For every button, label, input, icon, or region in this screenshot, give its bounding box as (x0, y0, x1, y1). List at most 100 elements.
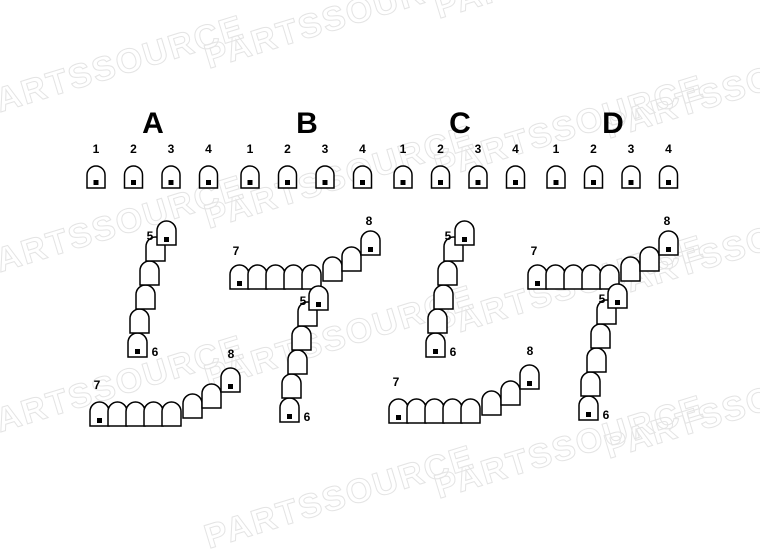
tooth-marker (360, 180, 365, 185)
position-number: 3 (628, 142, 635, 156)
position-number: 1 (553, 142, 560, 156)
chain-tooth (107, 401, 128, 427)
chain-start-label: 6 (304, 410, 311, 424)
horizontal-tooth-chain (229, 230, 381, 290)
chain-tooth (607, 283, 628, 309)
reference-tooth (546, 165, 566, 189)
horizontal-tooth-chain (527, 230, 679, 290)
tooth-marker (228, 384, 233, 389)
chain-tooth (424, 398, 445, 424)
chain-tooth (156, 220, 177, 246)
chain-tooth (620, 256, 641, 282)
chain-tooth (586, 347, 607, 373)
chain-tooth (406, 398, 427, 424)
chain-end-label: 8 (228, 347, 235, 361)
chain-tooth (437, 260, 458, 286)
vertical-tooth-chain (127, 220, 177, 358)
chain-tooth (89, 401, 110, 427)
tooth-marker (322, 180, 328, 185)
tooth-marker (135, 349, 140, 354)
position-number: 2 (284, 142, 291, 156)
chain-tooth (427, 308, 448, 334)
chain-end-label: 8 (366, 214, 373, 228)
tooth-marker (591, 180, 596, 185)
chain-end-label: 5 (147, 229, 154, 243)
chain-tooth (599, 264, 620, 290)
chain-end-label: 5 (300, 294, 307, 308)
group-letter: A (142, 107, 164, 140)
position-number: 2 (590, 142, 597, 156)
tooth-marker (93, 180, 99, 185)
chain-tooth (360, 230, 381, 256)
chain-tooth (519, 364, 540, 390)
chain-tooth (127, 332, 148, 358)
tooth-marker (462, 237, 467, 242)
reference-tooth (430, 165, 451, 189)
reference-tooth (240, 165, 260, 189)
tooth-marker (666, 180, 671, 185)
tooth-marker (615, 300, 620, 305)
chain-tooth (283, 264, 304, 290)
horizontal-tooth-chain (89, 367, 241, 427)
position-number: 3 (322, 142, 329, 156)
chain-tooth (454, 220, 475, 246)
chain-tooth (135, 284, 156, 310)
chain-tooth (201, 383, 222, 409)
chain-end-label: 8 (527, 344, 534, 358)
chain-end-label: 5 (599, 292, 606, 306)
chain-start-label: 6 (450, 345, 457, 359)
chain-tooth (308, 285, 329, 311)
position-number: 1 (93, 142, 100, 156)
chain-start-label: 7 (531, 244, 538, 258)
chain-tooth (220, 367, 241, 393)
chain-tooth (279, 397, 300, 423)
reference-tooth (277, 165, 298, 189)
tooth-marker (97, 418, 102, 423)
chain-tooth (287, 349, 308, 375)
reference-tooth (393, 165, 413, 189)
tooth-marker (400, 180, 406, 185)
chain-tooth (388, 398, 409, 424)
chain-tooth (291, 325, 312, 351)
chain-tooth (161, 401, 182, 427)
chain-tooth (281, 373, 302, 399)
tooth-marker (164, 237, 169, 242)
chain-end-label: 5 (445, 229, 452, 243)
tooth-marker (247, 180, 253, 185)
horizontal-tooth-chain (388, 364, 540, 424)
chain-tooth (578, 395, 599, 421)
chain-start-label: 7 (233, 244, 240, 258)
chain-tooth (481, 390, 502, 416)
tooth-marker (586, 412, 591, 417)
chain-tooth (527, 264, 548, 290)
tooth-marker (527, 381, 532, 386)
chain-tooth (433, 284, 454, 310)
tooth-marker (513, 180, 518, 185)
position-number: 4 (665, 142, 672, 156)
reference-tooth (198, 165, 219, 189)
chain-start-label: 7 (393, 375, 400, 389)
tooth-marker (168, 180, 174, 185)
chain-tooth (442, 398, 463, 424)
chain-tooth (500, 380, 521, 406)
reference-tooth (621, 165, 641, 189)
chain-tooth (143, 401, 164, 427)
tooth-marker (287, 414, 292, 419)
position-number: 1 (400, 142, 407, 156)
position-number: 4 (205, 142, 212, 156)
tooth-marker (206, 180, 211, 185)
chain-tooth (545, 264, 566, 290)
chain-tooth (301, 264, 322, 290)
position-number: 1 (247, 142, 254, 156)
reference-tooth (468, 165, 488, 189)
chain-tooth (129, 308, 150, 334)
position-number: 2 (437, 142, 444, 156)
chain-tooth (182, 393, 203, 419)
chain-start-label: 6 (603, 408, 610, 422)
vertical-tooth-chain (279, 285, 329, 423)
group-letter: D (602, 107, 624, 140)
chain-tooth (460, 398, 481, 424)
position-number: 2 (130, 142, 137, 156)
chain-tooth (563, 264, 584, 290)
